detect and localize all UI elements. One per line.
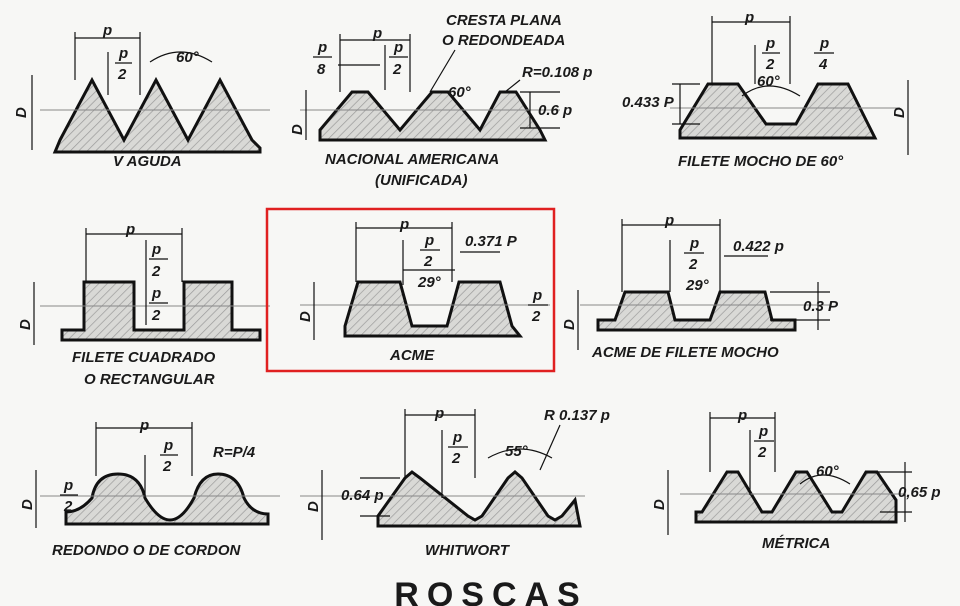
acme-D: D bbox=[297, 311, 314, 322]
whitwort-profile bbox=[376, 470, 582, 528]
metrica-angle: 60° bbox=[816, 463, 840, 480]
acme-mocho-D: D bbox=[561, 319, 578, 330]
mocho60-p4-num: p bbox=[819, 35, 829, 52]
cuadrado-profile bbox=[60, 280, 262, 342]
redondo-caption: REDONDO O DE CORDON bbox=[52, 542, 242, 559]
whitwort-p-label: p bbox=[434, 405, 444, 422]
acme-highlight-frame bbox=[265, 207, 556, 373]
nacional-p-label: p bbox=[372, 25, 382, 42]
acme-mocho-depth: 0.3 P bbox=[803, 298, 839, 315]
nacional-depth: 0.6 p bbox=[538, 102, 572, 119]
acme-width: 0.371 P bbox=[465, 233, 518, 250]
acme-depth-den: 2 bbox=[531, 308, 541, 325]
redondo-radius: R=P/4 bbox=[213, 444, 256, 461]
metrica-p2-den: 2 bbox=[757, 444, 767, 461]
thread-redondo: p p 2 R=P/4 p 2 D REDONDO O DE CORDON bbox=[19, 417, 280, 559]
nacional-p8-num: p bbox=[317, 39, 327, 56]
acme-mocho-caption: ACME DE FILETE MOCHO bbox=[591, 344, 779, 361]
redondo-p2-num: p bbox=[163, 437, 173, 454]
mocho60-caption: FILETE MOCHO DE 60° bbox=[678, 153, 844, 170]
acme-angle: 29° bbox=[417, 274, 442, 291]
whitwort-angle: 55° bbox=[505, 443, 529, 460]
thread-acme-mocho: p p 2 0.422 p 29° 0.3 P D ACME DE FILETE… bbox=[561, 212, 839, 361]
acme-caption: ACME bbox=[389, 347, 435, 364]
acme-depth-num: p bbox=[532, 287, 542, 304]
thread-nacional-americana: p p 8 p 2 CRESTA PLANA O REDONDEADA 60° … bbox=[289, 12, 592, 189]
acme-mocho-width: 0.422 p bbox=[733, 238, 784, 255]
acme-p-label: p bbox=[399, 216, 409, 233]
mocho60-angle: 60° bbox=[757, 73, 781, 90]
acme-profile bbox=[343, 280, 524, 338]
metrica-depth: 0,65 p bbox=[898, 484, 941, 501]
whitwort-depth: 0.64 p bbox=[341, 487, 384, 504]
thread-acme: p p 2 0.371 P 29° p 2 D ACME bbox=[265, 207, 556, 373]
mocho60-p2-num: p bbox=[765, 35, 775, 52]
thread-metrica: p p 2 60° 0,65 p D MÉTRICA bbox=[651, 407, 941, 552]
thread-whitwort: p p 2 55° R 0.137 p 0.64 p D WHITWORT bbox=[300, 405, 610, 559]
mocho60-profile bbox=[678, 82, 878, 140]
acme-p2-num: p bbox=[424, 232, 434, 249]
redondo-depth-den: 2 bbox=[63, 498, 73, 515]
v-aguda-p2-num: p bbox=[118, 45, 128, 62]
acme-mocho-angle: 29° bbox=[685, 277, 710, 294]
nacional-caption-2: (UNIFICADA) bbox=[375, 172, 467, 189]
nacional-crest-1: CRESTA PLANA bbox=[446, 12, 562, 29]
v-aguda-caption: V AGUDA bbox=[113, 153, 182, 170]
whitwort-caption: WHITWORT bbox=[425, 542, 511, 559]
cuadrado-D: D bbox=[17, 319, 34, 330]
cuadrado-p2b-num: p bbox=[151, 285, 161, 302]
cuadrado-p-label: p bbox=[125, 221, 135, 238]
metrica-caption: MÉTRICA bbox=[762, 535, 830, 552]
whitwort-p2-den: 2 bbox=[451, 450, 461, 467]
acme-p2-den: 2 bbox=[423, 253, 433, 270]
cuadrado-p2b-den: 2 bbox=[151, 307, 161, 324]
redondo-D: D bbox=[19, 499, 36, 510]
nacional-caption-1: NACIONAL AMERICANA bbox=[325, 151, 499, 168]
acme-mocho-p2-num: p bbox=[689, 235, 699, 252]
nacional-p8-den: 8 bbox=[317, 61, 326, 78]
mocho60-p2-den: 2 bbox=[765, 56, 775, 73]
nacional-profile bbox=[318, 90, 548, 142]
thread-mocho-60: p p 2 p 4 60° 0.433 P D FILETE MOCHO DE … bbox=[622, 9, 909, 170]
whitwort-p2-num: p bbox=[452, 429, 462, 446]
nacional-p2-num: p bbox=[393, 39, 403, 56]
metrica-profile bbox=[694, 470, 898, 524]
cuadrado-caption-1: FILETE CUADRADO bbox=[72, 349, 216, 366]
mocho60-p4-den: 4 bbox=[818, 56, 828, 73]
acme-mocho-p2-den: 2 bbox=[688, 256, 698, 273]
redondo-p-label: p bbox=[139, 417, 149, 434]
v-aguda-p-label: p bbox=[102, 22, 112, 39]
metrica-p-label: p bbox=[737, 407, 747, 424]
nacional-crest-2: O REDONDEADA bbox=[442, 32, 565, 49]
v-aguda-p2-den: 2 bbox=[117, 66, 127, 83]
mocho60-depth: 0.433 P bbox=[622, 94, 675, 111]
whitwort-radius: R 0.137 p bbox=[544, 407, 610, 424]
v-aguda-profile bbox=[52, 76, 262, 154]
thread-cuadrado: p p 2 p 2 D FILETE CUADRADO O RECTANGULA… bbox=[17, 221, 270, 388]
metrica-D: D bbox=[651, 499, 668, 510]
cuadrado-caption-2: O RECTANGULAR bbox=[84, 371, 215, 388]
nacional-radius: R=0.108 p bbox=[522, 64, 592, 81]
redondo-p2-den: 2 bbox=[162, 458, 172, 475]
acme-mocho-profile bbox=[596, 290, 797, 332]
nacional-D: D bbox=[289, 124, 306, 135]
v-aguda-D: D bbox=[13, 107, 30, 118]
v-aguda-angle: 60° bbox=[176, 49, 200, 66]
nacional-p2-den: 2 bbox=[392, 61, 402, 78]
redondo-profile bbox=[64, 472, 270, 526]
cuadrado-p2a-num: p bbox=[151, 241, 161, 258]
footer-title: ROSCAS bbox=[394, 576, 587, 606]
mocho60-p-label: p bbox=[744, 9, 754, 26]
acme-mocho-p-label: p bbox=[664, 212, 674, 229]
redondo-depth-num: p bbox=[63, 477, 73, 494]
mocho60-D: D bbox=[891, 107, 908, 118]
whitwort-D: D bbox=[305, 501, 322, 512]
cuadrado-p2a-den: 2 bbox=[151, 263, 161, 280]
metrica-p2-num: p bbox=[758, 423, 768, 440]
thread-v-aguda: p p 2 60° D V AGUDA bbox=[13, 22, 270, 170]
nacional-angle: 60° bbox=[448, 84, 472, 101]
